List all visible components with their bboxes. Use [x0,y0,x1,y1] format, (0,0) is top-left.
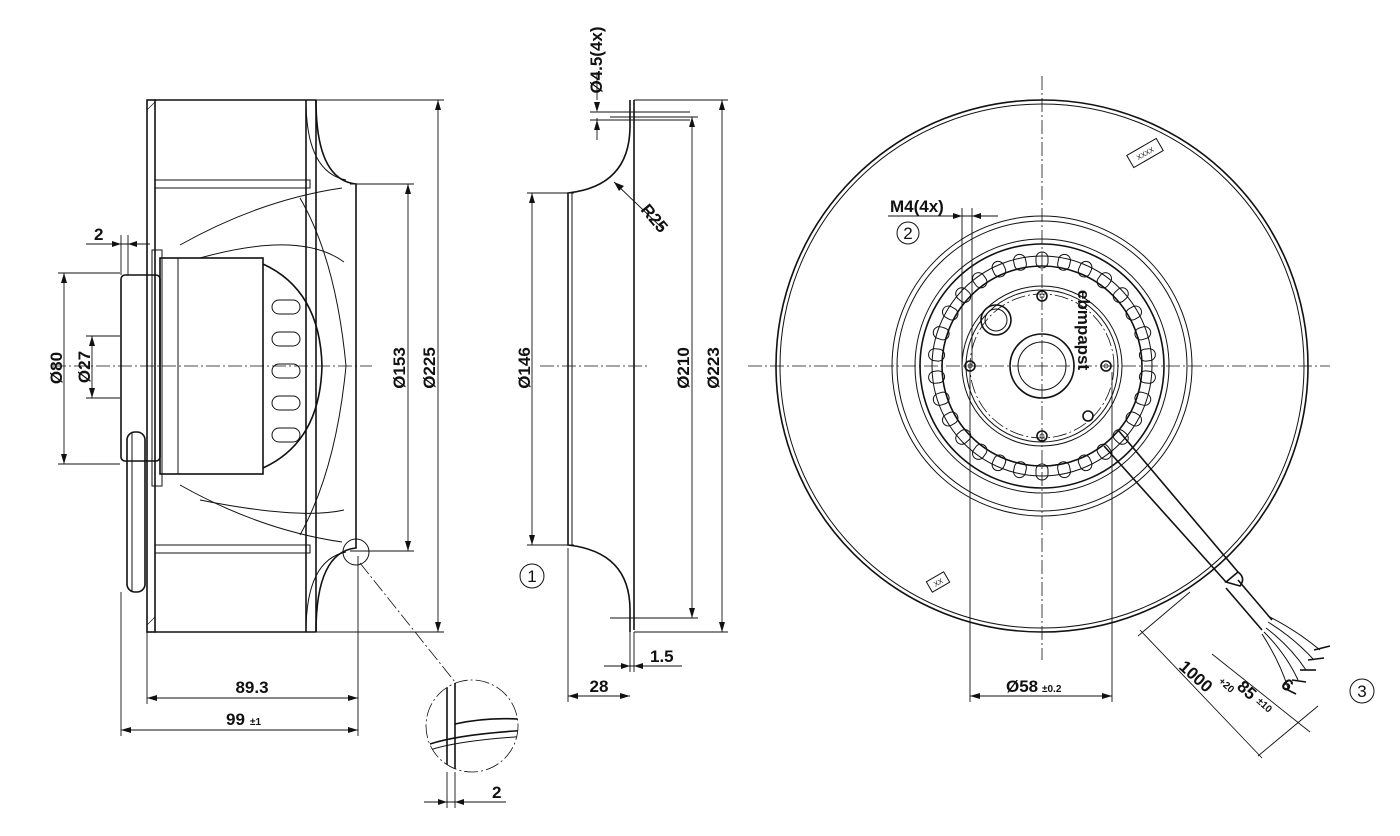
label-b: XX [933,578,945,589]
dim-outer-dia: Ø225 [420,347,439,389]
brand-label: ebmpapst [1074,290,1093,371]
dim-outer-dia-nozzle: Ø223 [704,347,723,389]
hub-outer [1009,333,1075,399]
dim-radius: R25 [637,200,672,236]
dim-depth: 28 [590,677,609,696]
callout-circle-3 [1349,678,1375,704]
rotor-bell [262,263,323,469]
thread-label: M4(4x) [890,197,944,216]
detail-ref-circle [342,538,370,566]
svg-text:ebmpapst: ebmpapst [1074,290,1093,371]
top-ring [154,179,311,189]
dim-shaft-dia: Ø27 [75,351,94,383]
dim-inner-dia: Ø146 [515,347,534,389]
rotor-outer [919,243,1165,489]
dim-flange: 2 [94,225,103,244]
inlet-shroud [315,99,357,633]
detail-circle [425,679,519,773]
nozzle-view: Ø4.5(4x) R25 Ø146 Ø210 Ø223 1.5 28 [515,26,728,702]
callout-1: 1 [527,567,536,586]
cooling-slots [928,251,1156,481]
dim-mid-dia: Ø210 [674,347,693,389]
dim-height: 89.3 [235,678,268,697]
cable [1103,429,1331,695]
rotor-inner [941,265,1143,467]
impeller-outer-circle [775,99,1309,633]
nozzle-profile [567,100,631,632]
strip-length: 85 [1233,677,1260,704]
back-plate [146,99,156,633]
bottom-ring [154,544,311,554]
side-view: Ø80 Ø27 2 Ø153 Ø225 89.3 99 [47,99,456,736]
callout-2: 2 [903,224,912,243]
cable-length: 1000 [1175,657,1216,696]
dim-holes: Ø4.5(4x) [587,26,606,93]
balance-plug [980,304,1012,336]
callout-3: 3 [1357,682,1366,701]
cable-length-tol: +20 [1216,676,1236,696]
back-plate-hatch [146,101,156,626]
dim-hub-dia: Ø80 [47,352,66,384]
dim-thickness: 1.5 [650,647,674,666]
rotor-slots [271,299,301,443]
label-box-b [925,571,951,593]
callout-circle-1 [519,563,545,589]
dim-total-tol: ±1 [250,717,261,728]
dim-detail: 2 [492,783,501,802]
front-view: ebmpapst XXXX XX M4( [748,76,1375,759]
inlet-ring [891,215,1193,517]
hub-inner [1017,341,1067,391]
dim-bolt-circle: Ø58 [1006,677,1038,696]
dim-bolt-circle-tol: ±0.2 [1042,684,1062,695]
callout-circle-2 [896,221,920,245]
dim-inlet-dia: Ø153 [390,347,409,389]
strip-length-tol: ±10 [1254,696,1274,716]
detail-view: 2 [424,679,519,808]
side-cable [126,431,146,593]
screw-holes [964,290,1112,442]
label-box-a [1126,137,1164,169]
hub-plate [120,274,161,462]
dim-total: 99 [226,710,245,729]
